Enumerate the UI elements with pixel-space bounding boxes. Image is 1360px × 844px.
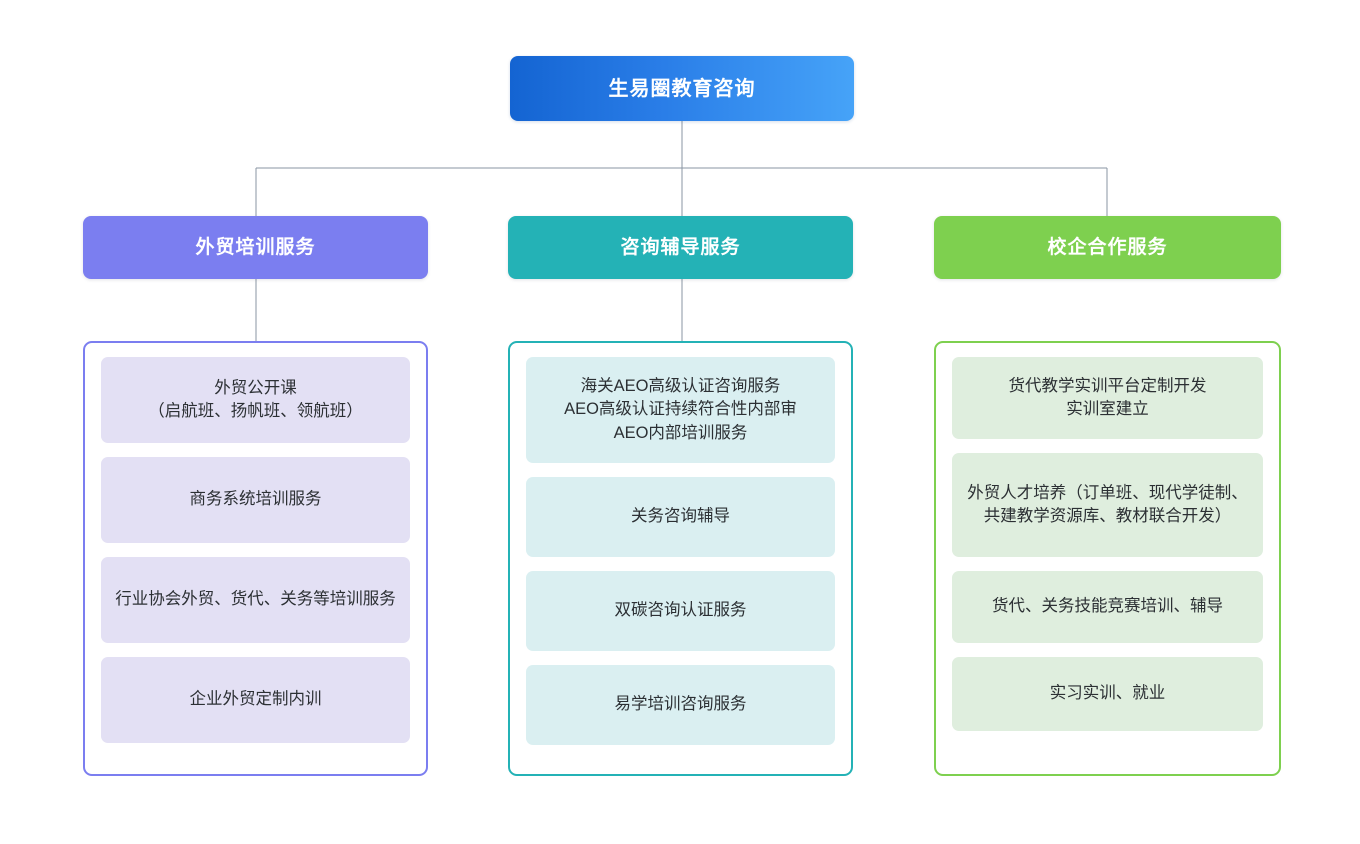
root-node[interactable]: 生易圈教育咨询 bbox=[510, 56, 854, 121]
leaf-item[interactable]: 商务系统培训服务 bbox=[101, 457, 410, 543]
leaf-item[interactable]: 易学培训咨询服务 bbox=[526, 665, 835, 745]
branch-items-container-2: 海关AEO高级认证咨询服务 AEO高级认证持续符合性内部审 AEO内部培训服务 … bbox=[508, 341, 853, 776]
leaf-item[interactable]: 双碳咨询认证服务 bbox=[526, 571, 835, 651]
leaf-item[interactable]: 货代教学实训平台定制开发 实训室建立 bbox=[952, 357, 1263, 439]
leaf-item[interactable]: 货代、关务技能竞赛培训、辅导 bbox=[952, 571, 1263, 643]
branch-column-3: 校企合作服务 货代教学实训平台定制开发 实训室建立 外贸人才培养（订单班、现代学… bbox=[934, 216, 1281, 776]
branch-header-3-label: 校企合作服务 bbox=[1047, 237, 1168, 258]
root-node-label: 生易圈教育咨询 bbox=[608, 77, 756, 100]
leaf-item[interactable]: 外贸公开课 （启航班、扬帆班、领航班） bbox=[101, 357, 410, 443]
branch-header-1-label: 外贸培训服务 bbox=[195, 237, 316, 258]
branch-column-1: 外贸培训服务 外贸公开课 （启航班、扬帆班、领航班） 商务系统培训服务 行业协会… bbox=[83, 216, 428, 776]
branch-items-container-1: 外贸公开课 （启航班、扬帆班、领航班） 商务系统培训服务 行业协会外贸、货代、关… bbox=[83, 341, 428, 776]
leaf-item[interactable]: 实习实训、就业 bbox=[952, 657, 1263, 731]
leaf-item[interactable]: 行业协会外贸、货代、关务等培训服务 bbox=[101, 557, 410, 643]
branch-header-3[interactable]: 校企合作服务 bbox=[934, 216, 1281, 279]
leaf-item[interactable]: 企业外贸定制内训 bbox=[101, 657, 410, 743]
branch-column-2: 咨询辅导服务 海关AEO高级认证咨询服务 AEO高级认证持续符合性内部审 AEO… bbox=[508, 216, 853, 776]
branch-header-2[interactable]: 咨询辅导服务 bbox=[508, 216, 853, 279]
branch-header-1[interactable]: 外贸培训服务 bbox=[83, 216, 428, 279]
branch-header-2-label: 咨询辅导服务 bbox=[620, 237, 741, 258]
leaf-item[interactable]: 海关AEO高级认证咨询服务 AEO高级认证持续符合性内部审 AEO内部培训服务 bbox=[526, 357, 835, 463]
branch-items-container-3: 货代教学实训平台定制开发 实训室建立 外贸人才培养（订单班、现代学徒制、共建教学… bbox=[934, 341, 1281, 776]
leaf-item[interactable]: 关务咨询辅导 bbox=[526, 477, 835, 557]
leaf-item[interactable]: 外贸人才培养（订单班、现代学徒制、共建教学资源库、教材联合开发） bbox=[952, 453, 1263, 557]
